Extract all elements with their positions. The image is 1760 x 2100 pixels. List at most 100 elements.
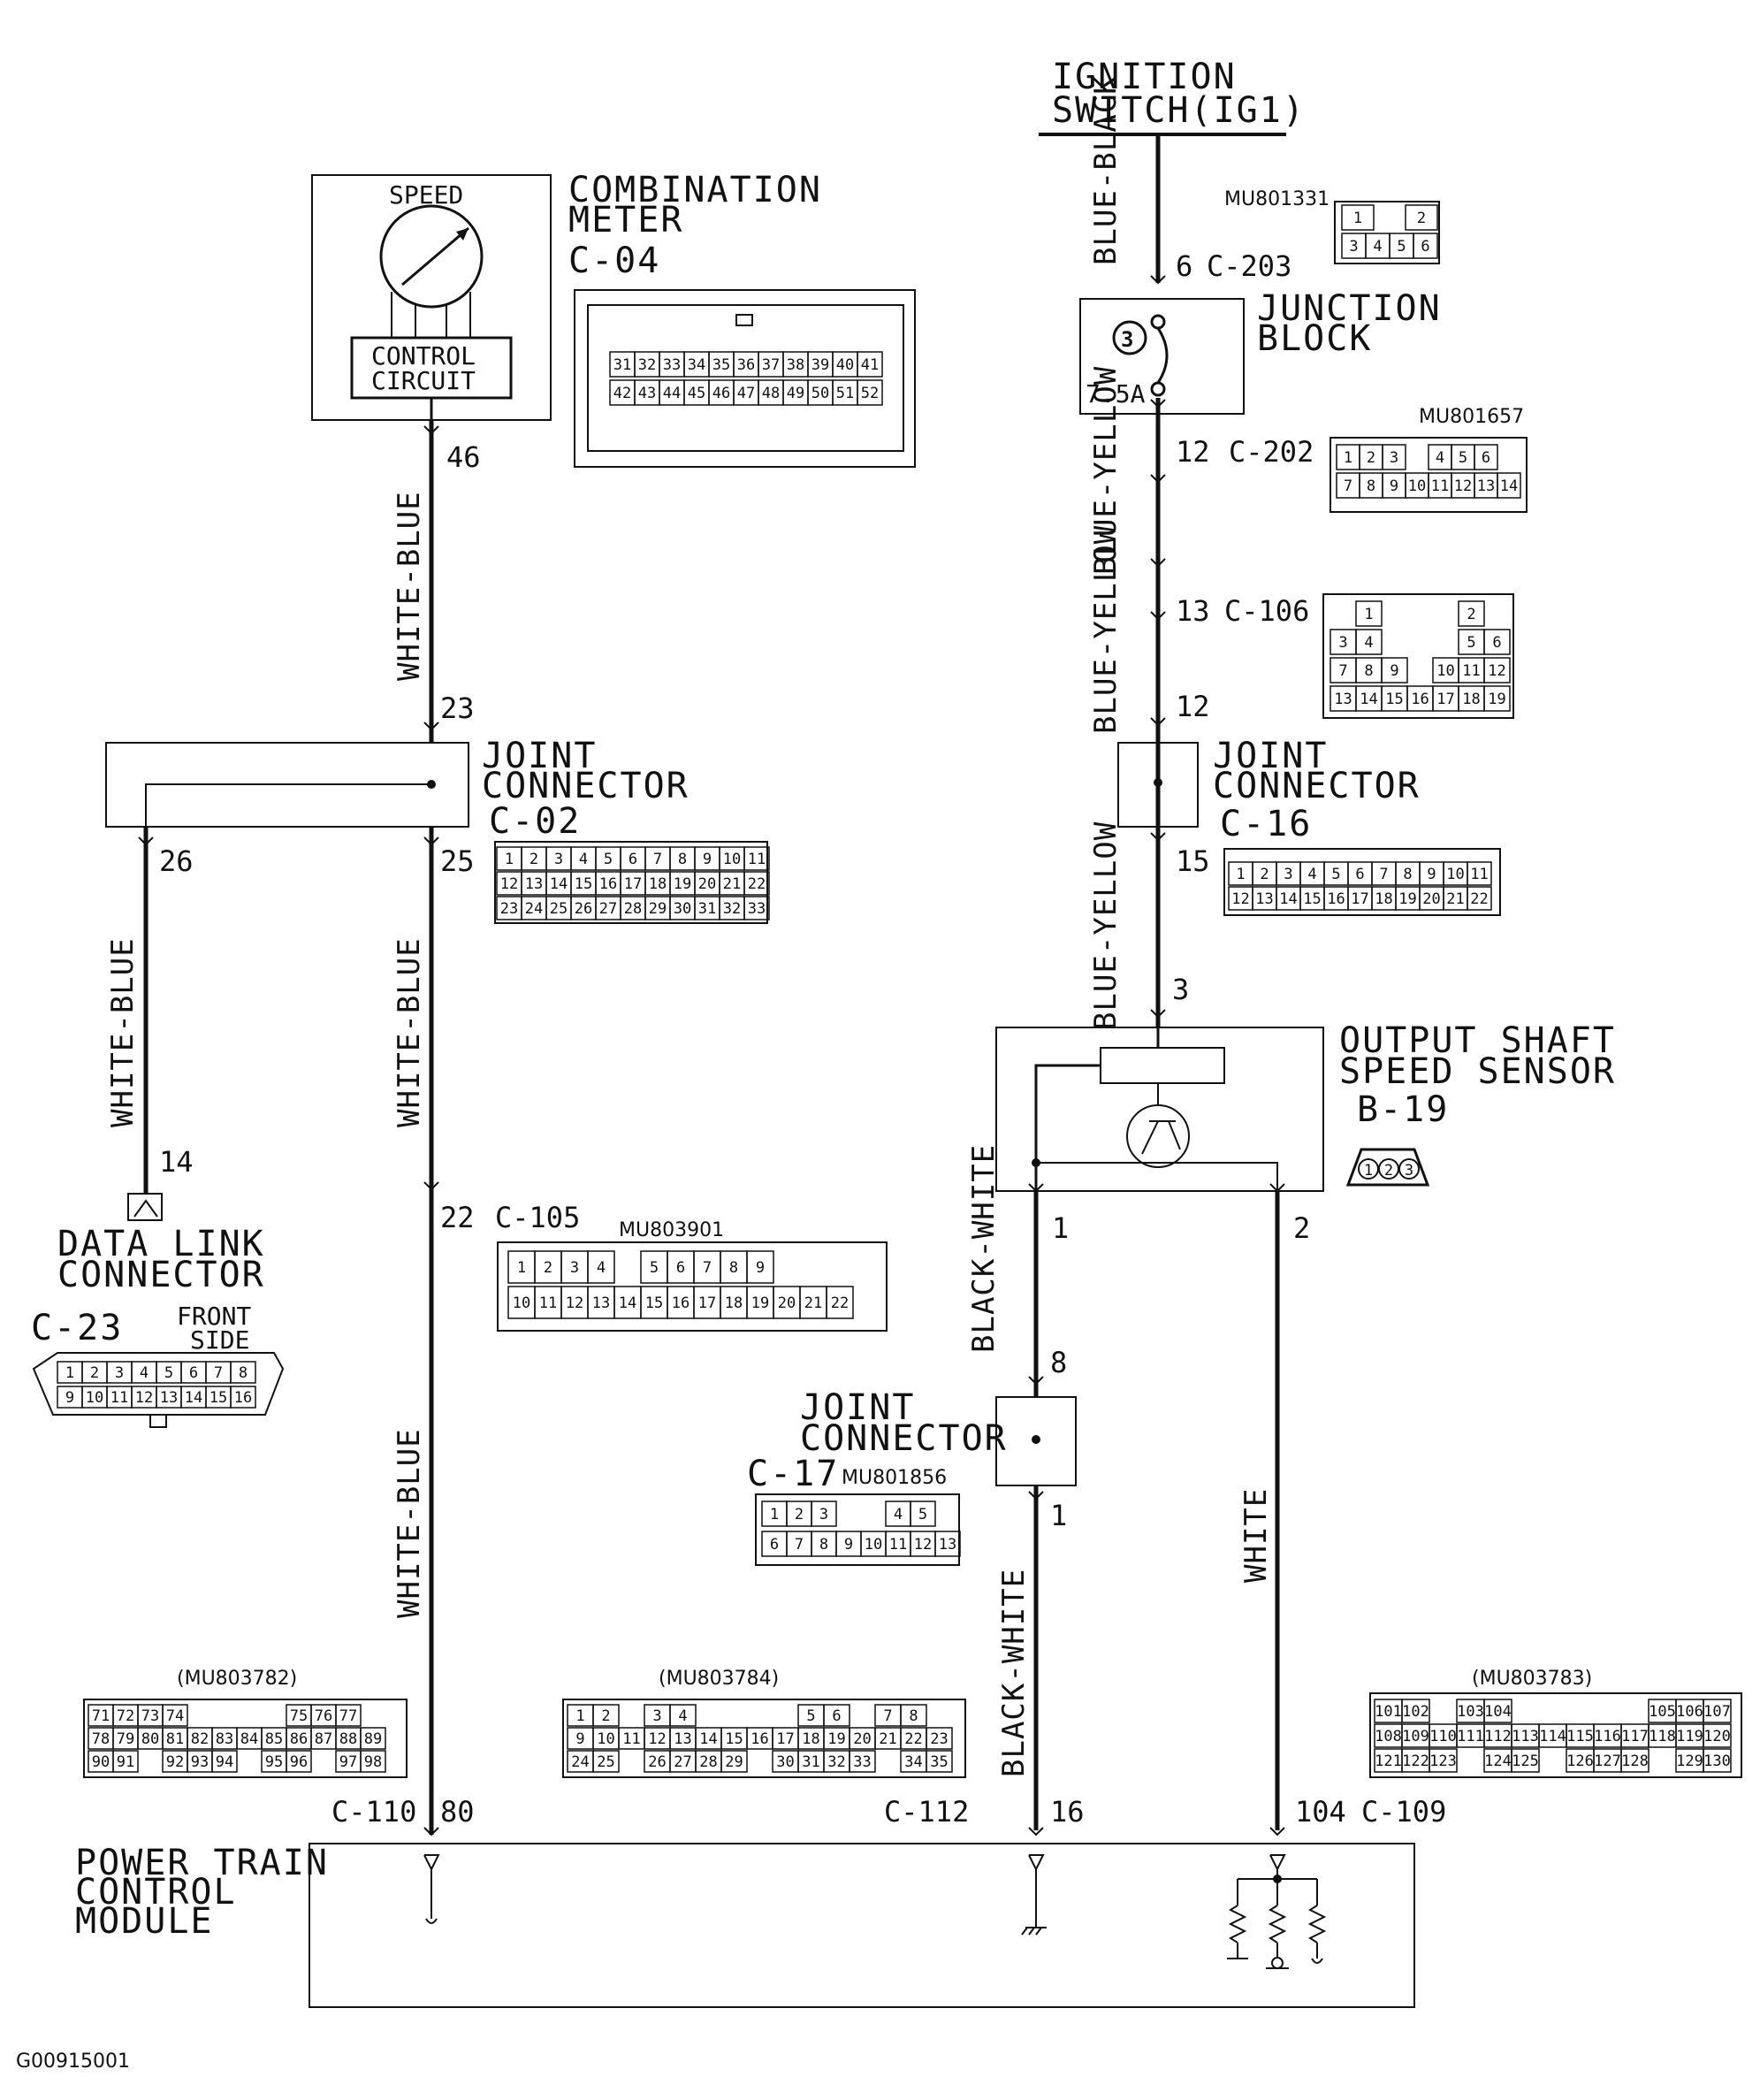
connector-cell-label: 2 bbox=[530, 851, 538, 868]
connector-cell-label: 20 bbox=[853, 1730, 871, 1748]
ignition-label-line1: IGNITION bbox=[1052, 57, 1237, 97]
dlc-title-2: CONNECTOR bbox=[57, 1255, 265, 1295]
connector-cell-label: 7 bbox=[214, 1364, 223, 1382]
meter-title-2: METER bbox=[568, 200, 683, 241]
connector-cell-label: 17 bbox=[1436, 691, 1454, 708]
fuse-number-circle bbox=[1112, 320, 1147, 355]
connector-cell-label: 26 bbox=[648, 1753, 666, 1771]
connector-cell-label: 13 bbox=[1477, 477, 1495, 495]
connector-cell-label: 128 bbox=[1621, 1753, 1649, 1770]
connector-cell bbox=[910, 1501, 936, 1527]
connector-cell bbox=[1405, 204, 1438, 231]
connector-cell-label: 16 bbox=[234, 1389, 252, 1407]
pin-c112: 16 bbox=[1050, 1795, 1085, 1829]
connector-cell-label: 2 bbox=[544, 1259, 552, 1277]
code-c112: C-112 bbox=[884, 1795, 969, 1829]
pin-c17-8: 8 bbox=[1050, 1346, 1067, 1379]
connector-cell-label: 83 bbox=[216, 1730, 233, 1748]
connector-cell-label: 9 bbox=[575, 1730, 584, 1748]
connection-arrow bbox=[1269, 1827, 1285, 1837]
connector-cell-label: 12 bbox=[1488, 662, 1505, 680]
connector-cell-label: 4 bbox=[1307, 866, 1316, 883]
connector-cell-label: 47 bbox=[737, 385, 755, 402]
connector-cell-label: 27 bbox=[674, 1753, 691, 1771]
connector-cell-label: 14 bbox=[619, 1294, 636, 1312]
connector-cell-label: 91 bbox=[117, 1753, 134, 1771]
connector-cell-label: 122 bbox=[1402, 1753, 1429, 1770]
connector-cell bbox=[1483, 685, 1511, 712]
connector-cell-label: 80 bbox=[141, 1730, 159, 1748]
connector-cell bbox=[857, 351, 883, 378]
connector-cell-label: 87 bbox=[315, 1730, 332, 1748]
connector-cell-label: 125 bbox=[1512, 1753, 1539, 1770]
connector-cell-label: 1 bbox=[1364, 606, 1373, 623]
resistor-icon-2 bbox=[1268, 1905, 1287, 1943]
connector-cell-label: 10 bbox=[1408, 477, 1426, 495]
connector-cell-label: 20 bbox=[1422, 890, 1440, 908]
connector-cell-label: 10 bbox=[513, 1294, 530, 1312]
connector-cell-label: 33 bbox=[663, 356, 681, 374]
connector-cell-label: 24 bbox=[525, 900, 543, 918]
connector-cell-label: 119 bbox=[1676, 1728, 1703, 1745]
pin-meter-46: 46 bbox=[446, 440, 481, 474]
connector-cell-label: 14 bbox=[1360, 691, 1377, 708]
connection-arrow bbox=[1150, 717, 1166, 727]
connector-cell-label: 8 bbox=[909, 1707, 918, 1725]
connector-cell-label: 86 bbox=[290, 1730, 308, 1748]
connector-cell-label: 10 bbox=[723, 851, 741, 868]
connection-arrow bbox=[1028, 1376, 1044, 1386]
pin-c02-23: 23 bbox=[440, 691, 475, 725]
c16-code: C-16 bbox=[1220, 804, 1312, 844]
connector-cell-label: 1 bbox=[517, 1259, 526, 1277]
connector-cell-label: 73 bbox=[141, 1707, 159, 1725]
connector-cell-label: 31 bbox=[613, 356, 631, 374]
connection-arrow bbox=[1150, 399, 1166, 409]
connector-cell-label: 13 bbox=[160, 1389, 178, 1407]
connector-cell bbox=[926, 1750, 953, 1773]
connector-cell bbox=[934, 1531, 961, 1557]
dlc-code: C-23 bbox=[31, 1308, 123, 1348]
connector-cell-label: 14 bbox=[185, 1389, 202, 1407]
connector-cell bbox=[849, 1750, 876, 1773]
connector-cell-label: 13 bbox=[525, 875, 543, 893]
connector-cell bbox=[1382, 444, 1406, 470]
connector-cell-label: 23 bbox=[930, 1730, 948, 1748]
pin-c02-25: 25 bbox=[440, 844, 475, 878]
connector-cell-label: 15 bbox=[210, 1389, 227, 1407]
ignition-switch: IGNITION SWITCH(IG1) bbox=[1039, 57, 1306, 136]
dlc-front-1: FRONT bbox=[177, 1302, 251, 1331]
connection-arrow bbox=[423, 722, 439, 731]
connector-cell bbox=[1620, 1748, 1650, 1773]
connector-cell-label: 112 bbox=[1484, 1728, 1512, 1745]
connector-cell-label: 24 bbox=[571, 1753, 589, 1771]
connector-cell-label: 17 bbox=[776, 1730, 794, 1748]
connector-cell-label: 21 bbox=[804, 1294, 822, 1312]
sensor-code: B-19 bbox=[1357, 1089, 1449, 1130]
part-c203: MU801331 bbox=[1224, 188, 1330, 210]
connector-cell-label: 18 bbox=[1462, 691, 1480, 708]
connector-cell-label: 48 bbox=[762, 385, 780, 402]
connector-cell-label: 8 bbox=[678, 851, 687, 868]
connector-cell-label: 107 bbox=[1703, 1703, 1731, 1721]
connector-cell-label: 8 bbox=[239, 1364, 248, 1382]
connector-cell-label: 18 bbox=[1375, 890, 1392, 908]
connector-cell-label: 5 bbox=[650, 1259, 659, 1277]
connector-cell-label: 14 bbox=[699, 1730, 717, 1748]
wire-label-white: WHITE bbox=[1238, 1488, 1274, 1583]
connector-cell-label: 28 bbox=[699, 1753, 717, 1771]
connector-cell-label: 7 bbox=[1344, 477, 1352, 495]
pin-c106: 13 bbox=[1176, 594, 1210, 628]
connector-cell-label: 5 bbox=[604, 851, 613, 868]
connector-cell-label: 4 bbox=[678, 1707, 687, 1725]
connector-cell-label: 45 bbox=[688, 385, 705, 402]
connector-cell bbox=[1474, 444, 1498, 470]
connector-cell-label: 104 bbox=[1484, 1703, 1512, 1721]
connector-cell-label: 101 bbox=[1375, 1703, 1402, 1721]
ignition-label-line2: SWITCH(IG1) bbox=[1052, 90, 1306, 131]
connection-arrow bbox=[423, 425, 439, 435]
connector-cell-label: 42 bbox=[613, 385, 631, 402]
